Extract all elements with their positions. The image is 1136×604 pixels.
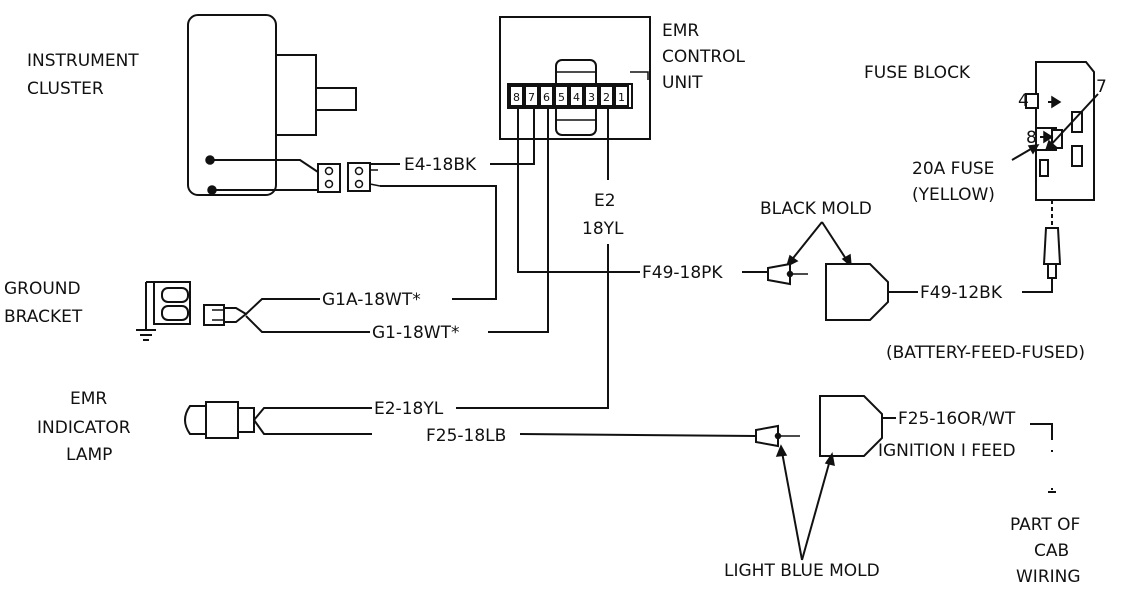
ground-bracket-label-1: GROUND	[4, 279, 81, 299]
black-mold-label: BLACK MOLD	[760, 199, 872, 219]
emr-pin-cell	[554, 85, 569, 107]
fuse-20a-label-2: (YELLOW)	[912, 185, 995, 205]
emr-pin-number: 7	[528, 91, 535, 104]
instrument-cluster	[187, 14, 357, 196]
emr-pin-cell	[584, 85, 599, 107]
emr-pin-cell	[569, 85, 584, 107]
emr-indicator-lamp-label-2: INDICATOR	[37, 418, 131, 438]
wire-label-ignition-feed: IGNITION I FEED	[878, 441, 1016, 461]
emr-pin-number: 5	[558, 91, 565, 104]
battery-feed-label: (BATTERY-FEED-FUSED)	[886, 343, 1085, 363]
wire-label-e2-18yl: E2-18YL	[374, 399, 444, 419]
wire-label-f49-18pk: F49-18PK	[642, 263, 723, 283]
part-of-cab-wiring-label-1: PART OF	[1010, 515, 1080, 535]
wire-label-e4-18bk: E4-18BK	[404, 155, 477, 175]
fuse-20a-label-1: 20A FUSE	[912, 159, 994, 179]
emr-pin-number: 1	[618, 91, 625, 104]
emr-pin-cell	[599, 85, 614, 107]
emr-control-unit	[499, 16, 651, 140]
emr-pin-cell	[614, 85, 629, 107]
wire-label-f49-12bk: F49-12BK	[920, 283, 1003, 303]
wire-label-f25-18lb: F25-18LB	[426, 426, 506, 446]
instrument-cluster-label-1: INSTRUMENT	[27, 51, 139, 71]
emr-control-unit-label-2: CONTROL	[662, 47, 746, 67]
black-mold-connector	[767, 262, 889, 321]
wiring	[245, 106, 1056, 493]
emr-indicator-lamp	[184, 401, 255, 439]
emr-control-unit-label-1: EMR	[662, 21, 699, 41]
emr-pin-number: 2	[603, 91, 610, 104]
fuse-7-label: 7	[1096, 77, 1107, 97]
cluster-connector	[347, 162, 381, 192]
fuse-8-label: 8	[1026, 128, 1037, 148]
emr-pin-number: 4	[573, 91, 580, 104]
emr-pin-number: 6	[543, 91, 550, 104]
instrument-cluster-label-2: CLUSTER	[27, 79, 104, 99]
emr-pin-cell	[524, 85, 539, 107]
light-blue-mold-label: LIGHT BLUE MOLD	[724, 561, 880, 581]
emr-indicator-lamp-label-1: EMR	[70, 389, 107, 409]
emr-pin-cell	[539, 85, 554, 107]
fuse-4-label: 4	[1018, 91, 1029, 111]
emr-indicator-lamp-label-3: LAMP	[66, 445, 112, 465]
emr-pin-number: 3	[588, 91, 595, 104]
ground-bracket	[136, 281, 248, 341]
wire-label-e2-top-1: E2	[594, 191, 616, 211]
wire-label-g1a-18wt: G1A-18WT*	[322, 290, 421, 310]
light-blue-mold-connector	[755, 395, 883, 457]
emr-control-unit-label-3: UNIT	[662, 73, 703, 93]
part-of-cab-wiring-label-3: WIRING	[1016, 567, 1081, 587]
wire-label-e2-top-2: 18YL	[582, 219, 624, 239]
fuse-block	[1025, 61, 1095, 279]
wire-label-f25-16or-wt: F25-16OR/WT	[898, 409, 1016, 429]
emr-pin-number: 8	[513, 91, 520, 104]
part-of-cab-wiring-label-2: CAB	[1034, 541, 1069, 561]
fuse-block-label: FUSE BLOCK	[864, 63, 971, 83]
emr-pin-cell	[509, 85, 524, 107]
wire-label-g1-18wt: G1-18WT*	[372, 323, 459, 343]
ground-bracket-label-2: BRACKET	[4, 307, 83, 327]
